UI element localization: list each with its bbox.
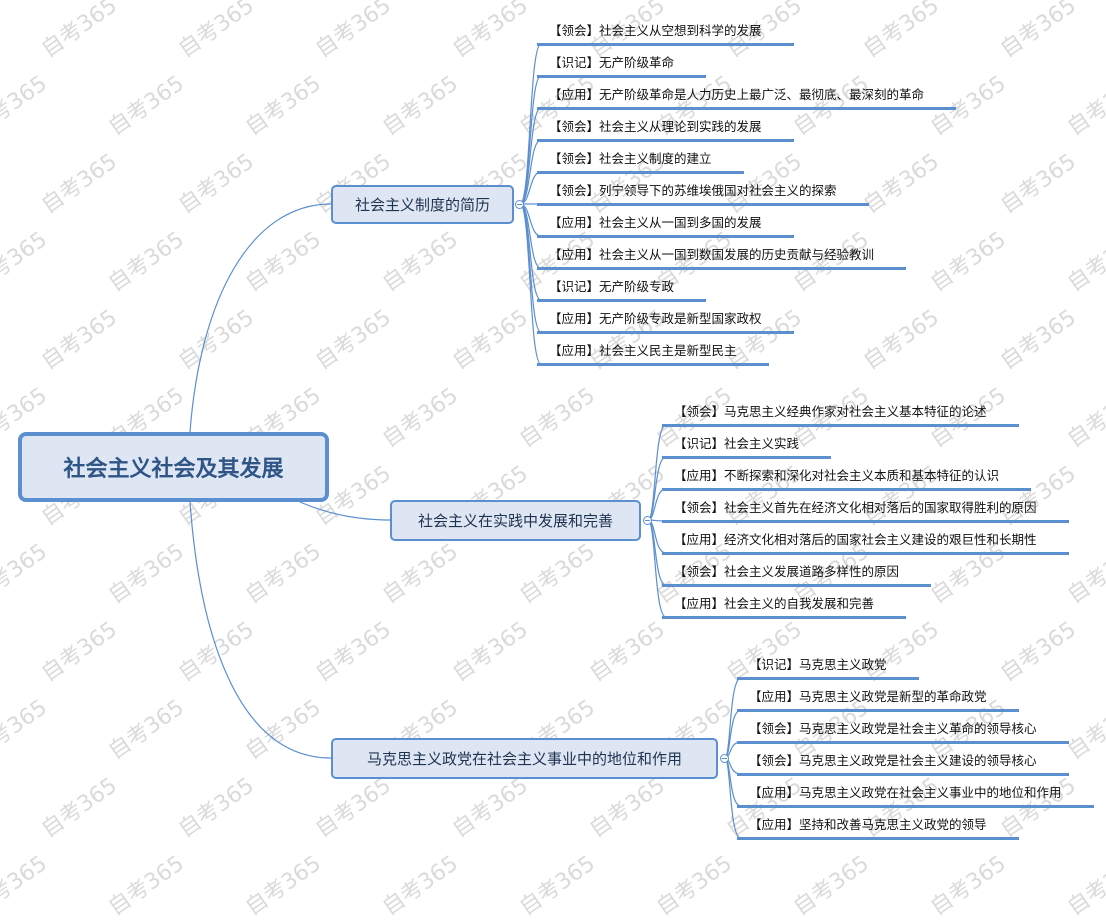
leaf-topic[interactable]: 【领会】社会主义从理论到实践的发展 — [537, 118, 794, 142]
watermark-text: 自考365 — [378, 851, 463, 921]
leaf-topic[interactable]: 【应用】社会主义从一国到多国的发展 — [537, 214, 794, 238]
connector-line — [299, 501, 391, 521]
watermark-text: 自考365 — [515, 851, 600, 921]
leaf-topic[interactable]: 【领会】社会主义从空想到科学的发展 — [537, 22, 794, 46]
root-topic-label: 社会主义社会及其发展 — [63, 457, 284, 482]
watermark-text: 自考365 — [789, 851, 874, 921]
connector-line — [519, 75, 542, 205]
branch-label: 马克思主义政党在社会主义事业中的地位和作用 — [366, 750, 682, 768]
leaf-topic[interactable]: 【领会】马克思主义政党是社会主义革命的领导核心 — [737, 720, 1069, 744]
connector-line — [189, 203, 332, 433]
leaf-topic[interactable]: 【应用】坚持和改善马克思主义政党的领导 — [737, 816, 1019, 840]
leaf-topic[interactable]: 【领会】列宁领导下的苏维埃俄国对社会主义的探索 — [537, 182, 869, 206]
leaf-topic[interactable]: 【领会】社会主义制度的建立 — [537, 150, 744, 174]
watermark-text: 自考365 — [0, 851, 52, 921]
leaf-topic[interactable]: 【应用】社会主义从一国到数国发展的历史贡献与经验教训 — [537, 246, 907, 270]
branch-topic-socialist-system-history[interactable]: 社会主义制度的简历 — [331, 185, 514, 224]
leaf-topic[interactable]: 【识记】无产阶级专政 — [537, 278, 707, 302]
watermark-text: 自考365 — [241, 851, 326, 921]
collapse-toggle-icon[interactable] — [643, 516, 652, 525]
branch-topic-socialism-in-practice[interactable]: 社会主义在实践中发展和完善 — [390, 500, 641, 541]
leaf-topic[interactable]: 【领会】社会主义发展道路多样性的原因 — [662, 563, 932, 587]
leaf-topic[interactable]: 【领会】社会主义首先在经济文化相对落后的国家取得胜利的原因 — [662, 499, 1069, 523]
watermark-text: 自考365 — [104, 851, 189, 921]
leaf-topic[interactable]: 【应用】无产阶级革命是人力历史上最广泛、最彻底、最深刻的革命 — [537, 86, 957, 110]
leaf-topic[interactable]: 【识记】无产阶级革命 — [537, 54, 707, 78]
watermark-text: 自考365 — [652, 851, 737, 921]
leaf-topic[interactable]: 【应用】社会主义的自我发展和完善 — [662, 595, 907, 619]
collapse-toggle-icon[interactable] — [515, 200, 524, 209]
branch-label: 社会主义在实践中发展和完善 — [417, 512, 613, 530]
leaf-topic[interactable]: 【应用】马克思主义政党在社会主义事业中的地位和作用 — [737, 784, 1094, 808]
branch-label: 社会主义制度的简历 — [354, 196, 490, 214]
branch-topic-marxist-party-role[interactable]: 马克思主义政党在社会主义事业中的地位和作用 — [331, 738, 718, 779]
watermark-text: 自考365 — [926, 851, 1011, 921]
leaf-topic[interactable]: 【识记】社会主义实践 — [662, 435, 832, 459]
leaf-topic[interactable]: 【应用】马克思主义政党是新型的革命政党 — [737, 688, 1019, 712]
leaf-topic[interactable]: 【应用】经济文化相对落后的国家社会主义建设的艰巨性和长期性 — [662, 531, 1069, 555]
collapse-toggle-icon[interactable] — [720, 754, 729, 763]
leaf-topic[interactable]: 【应用】无产阶级专政是新型国家政权 — [537, 310, 794, 334]
root-topic[interactable]: 社会主义社会及其发展 — [18, 432, 329, 502]
watermark-text: 自考365 — [1063, 851, 1106, 921]
leaf-topic[interactable]: 【领会】马克思主义政党是社会主义建设的领导核心 — [737, 752, 1069, 776]
connector-line — [189, 501, 332, 759]
connector-line — [519, 203, 542, 365]
leaf-topic[interactable]: 【应用】不断探索和深化对社会主义本质和基本特征的认识 — [662, 467, 1032, 491]
leaf-topic[interactable]: 【领会】马克思主义经典作家对社会主义基本特征的论述 — [662, 403, 1019, 427]
leaf-topic[interactable]: 【应用】社会主义民主是新型民主 — [537, 342, 769, 366]
leaf-topic[interactable]: 【识记】马克思主义政党 — [737, 656, 919, 680]
